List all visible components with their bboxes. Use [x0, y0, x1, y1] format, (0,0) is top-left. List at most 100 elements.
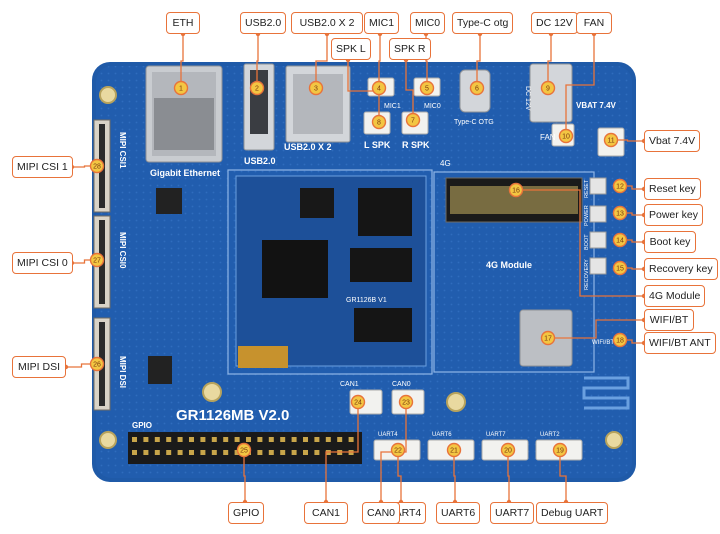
callout-label-wifi-bt: WIFI/BT [644, 309, 694, 331]
silk-can0: CAN0 [392, 381, 411, 388]
leader-line [476, 34, 481, 88]
gpio-pin [189, 437, 194, 442]
gpio-pin [177, 450, 183, 455]
callout-label-power-key: Power key [644, 204, 704, 226]
silk-uart4: UART4 [378, 432, 398, 438]
callout-label-fan: FAN [576, 12, 612, 34]
callout-label-type-c-otg: Type-C otg [452, 12, 514, 34]
callout-marker [398, 394, 414, 410]
silk-gpio: GPIO [132, 421, 152, 430]
leader-line [180, 34, 184, 88]
silk-model: GR1126MB V2.0 [176, 407, 289, 424]
leader-line [405, 60, 414, 120]
callout-number: 26 [93, 362, 101, 369]
callout-label-4g-module: 4G Module [644, 285, 706, 307]
callout-marker [612, 205, 628, 221]
callout-label-spk-l: SPK L [331, 38, 371, 60]
silk-can1: CAN1 [340, 381, 359, 388]
callout-marker [89, 356, 105, 372]
callout-number: 4 [377, 86, 381, 93]
callout-marker [89, 252, 105, 268]
callout-marker [371, 114, 387, 130]
mount-hole [99, 431, 117, 449]
callout-number: 18 [616, 338, 624, 345]
som-ddr-2 [354, 308, 412, 342]
silk-uart2: UART2 [540, 432, 560, 438]
callout-number: 7 [411, 118, 415, 125]
callout-number: 20 [504, 448, 512, 455]
callout-marker [89, 158, 105, 174]
callout-label-can0: CAN0 [362, 502, 401, 524]
gpio-pin [314, 450, 320, 455]
silk-boot: BOOT [584, 234, 590, 250]
ic-chip [148, 356, 172, 384]
callout-number: 25 [240, 448, 248, 455]
wifi-antenna-trace [582, 376, 630, 410]
callout-number: 10 [562, 134, 570, 141]
leader-line [378, 34, 381, 88]
leader-line [243, 450, 246, 502]
callout-label-mipi-dsi: MIPI DSI [12, 356, 66, 378]
callout-number: 12 [616, 184, 624, 191]
gpio-pin [132, 437, 137, 442]
callout-marker [508, 182, 524, 198]
callout-marker [540, 330, 556, 346]
callout-marker [469, 80, 485, 96]
callout-number: 13 [616, 211, 624, 218]
callout-label-debug-uart: Debug UART [536, 502, 609, 524]
callout-marker [446, 442, 462, 458]
silk-uart6: UART6 [432, 432, 452, 438]
som-frame [227, 169, 433, 375]
callout-marker [390, 442, 406, 458]
callout-number: 19 [556, 448, 564, 455]
callout-number: 2 [255, 86, 259, 93]
gpio-pin [166, 437, 172, 442]
som-small-ic [300, 188, 334, 218]
silk-usb2x2: USB2.0 X 2 [284, 142, 332, 152]
boot-key-button [589, 231, 607, 249]
gpio-pin [154, 450, 160, 455]
callout-marker [558, 128, 574, 144]
gpio-pin [200, 437, 206, 442]
callout-marker [612, 332, 628, 348]
gpio-pin [280, 450, 286, 455]
silk-som-model: GR1126B V1 [346, 297, 387, 304]
silk-usb2: USB2.0 [244, 156, 276, 166]
leader-line [256, 34, 259, 88]
som-fpc [238, 346, 288, 368]
callout-number: 14 [616, 238, 624, 245]
silk-mipi-csi1: MIPI CSI1 [118, 132, 127, 169]
callout-label-uart7: UART7 [490, 502, 535, 524]
callout-label-spk-r: SPK R [389, 38, 431, 60]
som-ddr [350, 248, 412, 282]
callout-number: 27 [93, 258, 101, 265]
leader-line [516, 189, 644, 297]
callout-label-mic0: MIC0 [410, 12, 446, 34]
silk-mic1: MIC1 [384, 103, 401, 110]
callout-marker [612, 232, 628, 248]
gpio-pin [291, 450, 297, 455]
silk-rspk: R SPK [402, 140, 430, 150]
callout-marker [236, 442, 252, 458]
reset-key-button [589, 177, 607, 195]
callout-number: 24 [354, 400, 362, 407]
leader-line [547, 34, 552, 88]
callout-marker [612, 260, 628, 276]
silk-recovery: RECOVERY [584, 259, 590, 290]
silk-typec: Type-C OTG [454, 119, 494, 126]
callout-marker [308, 80, 324, 96]
callout-label-recovery-key: Recovery key [644, 258, 718, 280]
callout-marker [405, 112, 421, 128]
mount-hole [605, 431, 623, 449]
leader-line [66, 363, 97, 368]
callout-marker [540, 80, 556, 96]
som-soc [262, 240, 328, 298]
callout-label-usb2-0-x-2: USB2.0 X 2 [291, 12, 363, 34]
gpio-pin [246, 437, 251, 442]
silk-lspk: L SPK [364, 140, 391, 150]
callout-marker [371, 80, 387, 96]
callout-number: 17 [544, 336, 552, 343]
silk-reset: RESET [584, 179, 590, 198]
gpio-pin [325, 437, 331, 442]
